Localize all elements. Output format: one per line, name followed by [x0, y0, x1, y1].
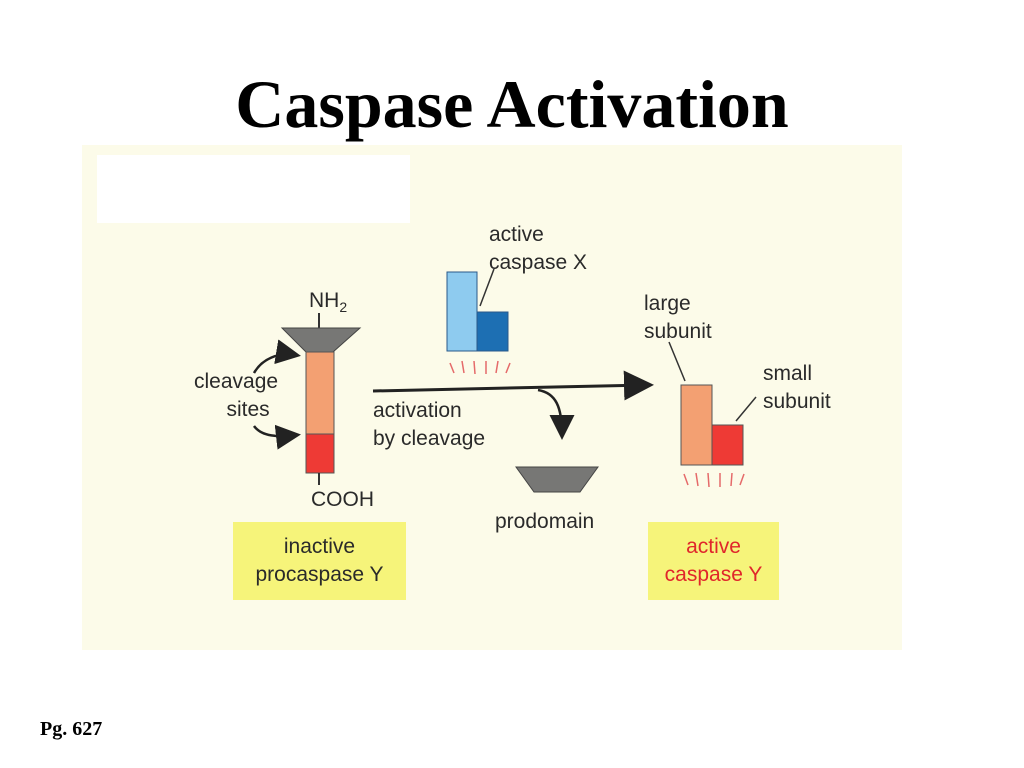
small-subunit-label: small subunit: [763, 360, 831, 416]
inactive-procaspase-line-2: procaspase Y: [255, 563, 384, 586]
active-caspase-y-line-2: caspase Y: [664, 563, 763, 586]
inactive-procaspase-box: [233, 522, 406, 600]
large-subunit-line-2: subunit: [644, 320, 712, 343]
activation-line-1: activation: [373, 399, 462, 422]
small-subunit-line-1: small: [763, 362, 813, 385]
large-subunit-pointer: [668, 341, 686, 382]
caspase-y-glow: [683, 472, 745, 488]
active-caspase-y-label: active caspase Y: [648, 533, 779, 589]
caspase-y-small-subunit: [711, 424, 744, 466]
inactive-procaspase-label: inactive procaspase Y: [233, 533, 406, 589]
released-prodomain: [515, 466, 599, 493]
caspase-y-large-subunit: [680, 384, 713, 466]
caspase-activation-figure: NH2 COOH cleavage sites activation by cl…: [82, 145, 902, 650]
cooh-label: COOH: [311, 488, 374, 511]
caspase-x-small-subunit: [476, 311, 509, 352]
small-subunit-line-2: subunit: [763, 390, 831, 413]
page-number: Pg. 627: [40, 718, 103, 740]
activation-arrow: [372, 370, 654, 401]
active-caspase-x-line-1: active: [489, 223, 544, 246]
caspase-x-large-subunit: [446, 271, 478, 352]
active-caspase-x-line-2: caspase X: [489, 251, 588, 274]
cleavage-arrow-bottom: [252, 424, 301, 450]
caspase-x-pointer: [479, 268, 495, 307]
prodomain-release-arrow: [537, 388, 575, 440]
activation-by-cleavage-label: activation by cleavage: [373, 397, 485, 453]
inactive-procaspase-line-1: inactive: [283, 535, 356, 558]
caspase-x-glow: [449, 360, 511, 375]
cleavage-sites-line-1: cleavage: [194, 370, 279, 393]
cleavage-sites-label: cleavage sites: [194, 368, 278, 424]
slide-title: Caspase Activation: [235, 66, 789, 142]
nh2-label: NH2: [309, 289, 348, 316]
figure-graphics: [82, 145, 902, 650]
active-caspase-y-box: [648, 522, 779, 600]
procaspase-small-segment: [305, 433, 335, 474]
activation-line-2: by cleavage: [373, 427, 486, 450]
active-caspase-x-label: active caspase X: [489, 221, 587, 277]
large-subunit-line-1: large: [644, 292, 691, 315]
large-subunit-label: large subunit: [644, 290, 712, 346]
small-subunit-pointer: [735, 396, 757, 422]
procaspase-large-segment: [305, 351, 335, 435]
active-caspase-y-line-1: active: [686, 535, 741, 558]
cleavage-arrow-top: [252, 339, 301, 374]
cleavage-sites-line-2: sites: [226, 398, 270, 421]
blank-patch: [97, 155, 410, 223]
prodomain-label: prodomain: [495, 510, 595, 533]
